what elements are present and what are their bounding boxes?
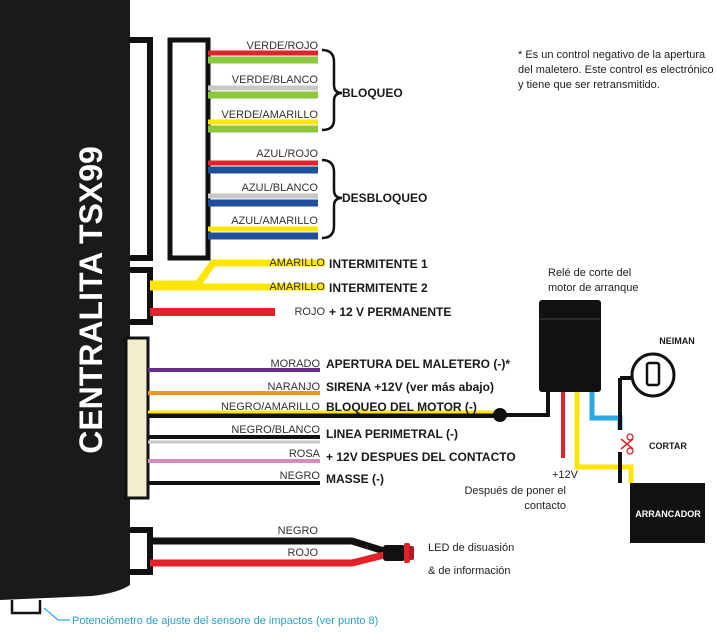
connector-lock-unlock [128, 37, 153, 261]
lock-wire-3: VERDE/AMARILLO [208, 109, 318, 133]
potentiometer-knob [10, 600, 42, 615]
aux-wire-1-label: MORADO [271, 358, 321, 370]
power-wire-3-label: ROJO [294, 306, 325, 318]
aux-signal-2: SIRENA +12V (ver más abajo) [326, 380, 494, 394]
led-label-2: & de información [428, 565, 511, 577]
connector-lock-unlock-plug [167, 37, 211, 261]
potentiometer-label: Potenciómetro de ajuste del sensore de i… [72, 615, 378, 627]
aux-wire-4-label: NEGRO/BLANCO [231, 424, 320, 436]
connector-aux [124, 336, 150, 500]
unlock-group-label: DESBLOQUEO [342, 191, 427, 205]
aux-signal-3: BLOQUEO DEL MOTOR (-) [326, 400, 477, 414]
lock-wire-2: VERDE/BLANCO [208, 74, 319, 99]
unlock-brace [321, 158, 343, 240]
relay-body [539, 300, 601, 392]
led-icon [383, 543, 414, 563]
power-wire-1-label: AMARILLO [269, 257, 325, 269]
unlock-wire-1: AZUL/ROJO [208, 148, 318, 174]
potentiometer-pointer [43, 607, 70, 621]
led-wire-black [150, 537, 386, 555]
central-unit-label: CENTRALITA TSX99 [73, 146, 109, 454]
aux-wire-6-label: NEGRO [280, 470, 321, 482]
after-contact-line-1: +12V [552, 469, 579, 481]
after-contact-line-3: contacto [524, 500, 566, 512]
power-signal-2: INTERMITENTE 2 [329, 281, 428, 295]
aux-signal-6: MASSE (-) [326, 472, 384, 486]
relay-wire-black [505, 390, 550, 417]
central-unit-body [0, 0, 130, 600]
cut-label: CORTAR [649, 441, 687, 451]
led-label-1: LED de disuasión [428, 542, 514, 554]
lock-wire-1-label: VERDE/ROJO [246, 40, 318, 52]
note-line-3: y tiene que ser retransmitido. [518, 79, 660, 91]
aux-wire-5-label: ROSA [289, 448, 321, 460]
after-contact-line-2: Después de poner el [464, 485, 566, 497]
led-wire-black-label: NEGRO [278, 525, 319, 537]
splice-node [493, 408, 507, 422]
note-line-1: * Es un control negativo de la apertura [518, 49, 706, 61]
unlock-wire-1-label: AZUL/ROJO [256, 148, 318, 160]
note-line-2: del maletero. Este control es electrónic… [518, 64, 714, 76]
power-wire-2-label: AMARILLO [269, 281, 325, 293]
ignition-key-icon [630, 352, 676, 398]
relay-wire-yellow [574, 392, 634, 483]
connector-power [128, 267, 153, 325]
unlock-wire-2: AZUL/BLANCO [208, 182, 319, 207]
unlock-wire-3: AZUL/AMARILLO [208, 215, 318, 240]
lock-wire-3-label: VERDE/AMARILLO [221, 109, 318, 121]
starter-body [630, 483, 705, 543]
led-wire-red [150, 551, 385, 567]
scissors-icon [620, 433, 634, 455]
aux-signal-5: + 12V DESPUES DEL CONTACTO [326, 450, 516, 464]
unlock-wire-3-label: AZUL/AMARILLO [231, 215, 318, 227]
aux-signal-1: APERTURA DEL MALETERO (-)* [326, 357, 510, 371]
lock-group-label: BLOQUEO [342, 86, 403, 100]
unlock-wire-2-label: AZUL/BLANCO [242, 182, 319, 194]
aux-wire-2-label: NARANJO [267, 381, 320, 393]
power-signal-3: + 12 V PERMANENTE [329, 305, 451, 319]
starter-label: ARRANCADOR [635, 509, 701, 519]
relay-label-1: Relé de corte del [548, 267, 631, 279]
led-wire-red-label: ROJO [287, 547, 318, 559]
lock-brace [321, 48, 343, 132]
power-signal-1: INTERMITENTE 1 [329, 257, 428, 271]
aux-signal-4: LINEA PERIMETRAL (-) [326, 427, 458, 441]
relay-wire-blue [589, 392, 623, 430]
aux-wire-3-label: NEGRO/AMARILLO [221, 401, 320, 413]
lock-wire-2-label: VERDE/BLANCO [232, 74, 319, 86]
ignition-label: NEIMAN [659, 336, 695, 346]
connector-led [128, 527, 153, 575]
lock-wire-1: VERDE/ROJO [208, 40, 318, 64]
relay-label-2: motor de arranque [548, 282, 639, 294]
